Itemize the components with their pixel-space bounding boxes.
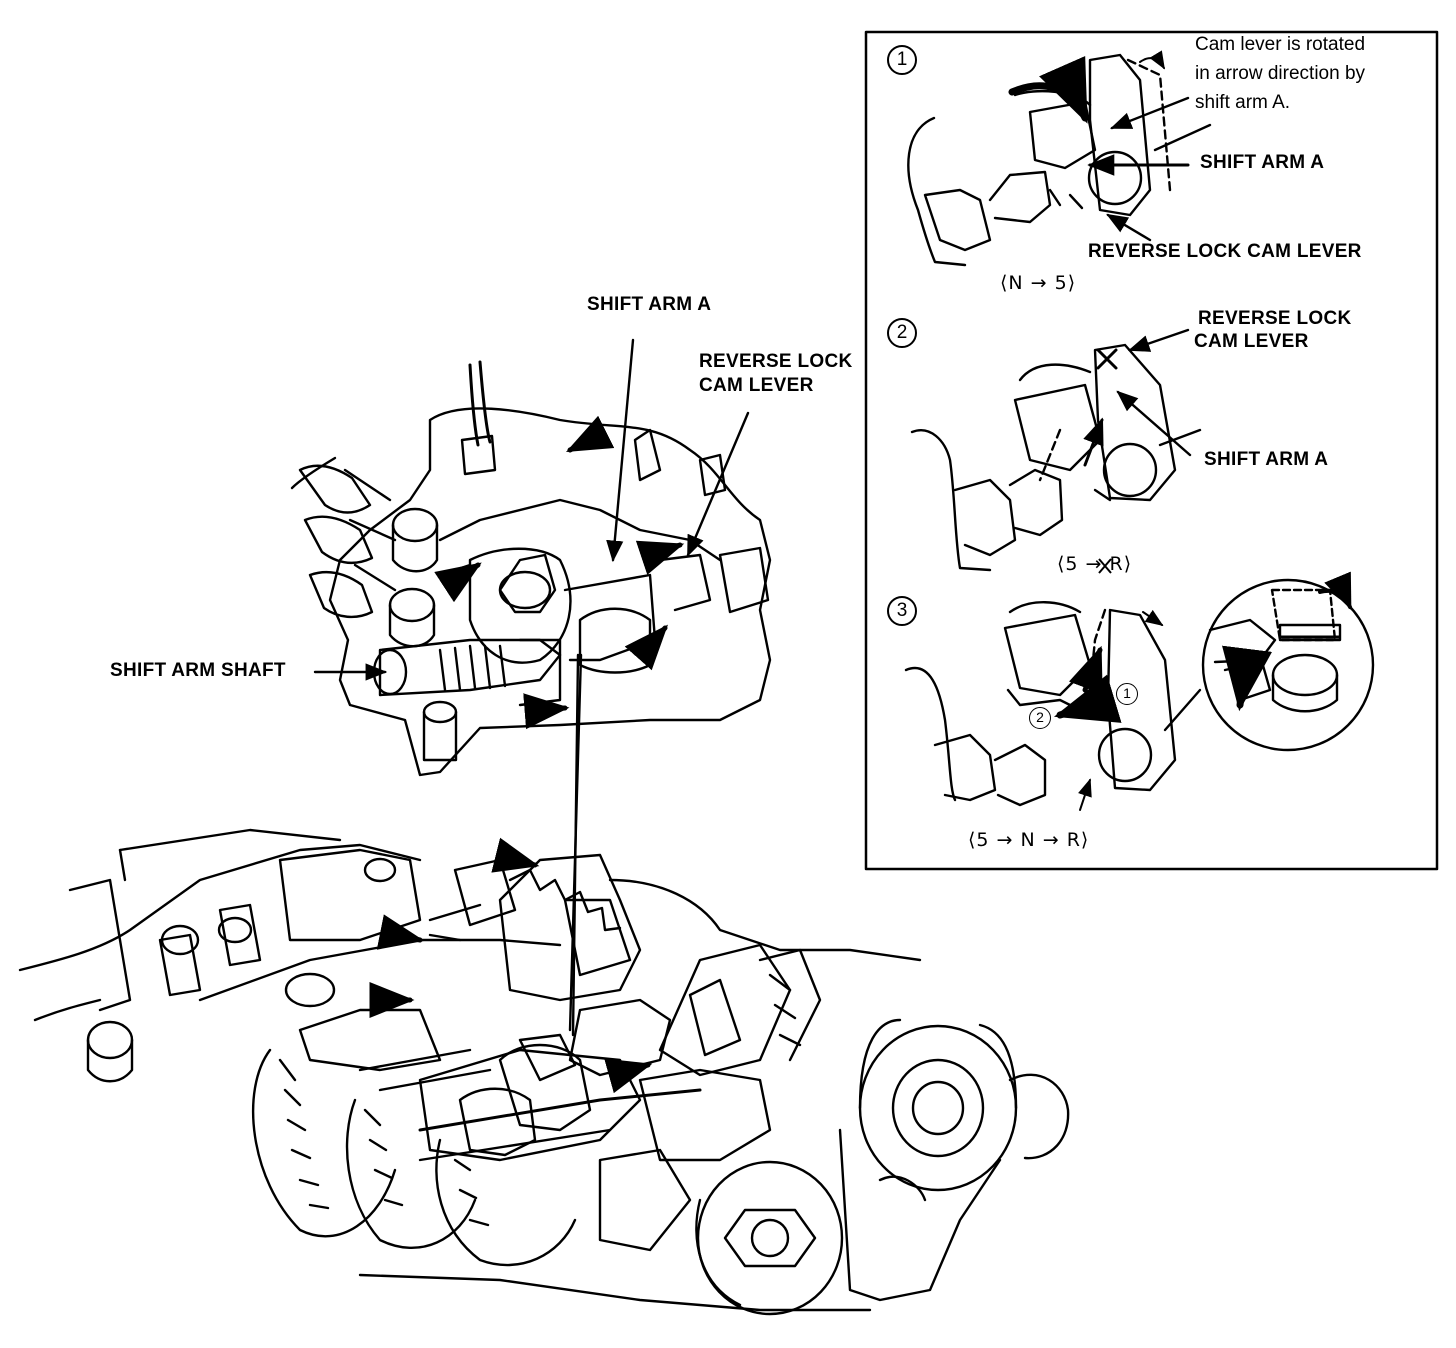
label-reverse-lock: REVERSE LOCK [699,351,853,372]
step2-label-shift-arm: SHIFT ARM A [1204,449,1329,470]
label-cam-lever: CAM LEVER [699,375,814,396]
step2-blocked-mark [1098,558,1112,574]
end-cylinder-large [858,1024,1018,1192]
step2-label-cam-lever: CAM LEVER [1194,331,1309,352]
label-shift-arm-shaft: SHIFT ARM SHAFT [110,660,286,681]
end-cylinder-nut [696,1160,844,1316]
step1-note-line3: shift arm A. [1195,92,1291,113]
step1-label-shift-arm: SHIFT ARM A [1200,152,1325,173]
step2-number: 2 [887,318,917,348]
step1-number: 1 [887,45,917,75]
step3-sequence: ⟨5 → N → R⟩ [968,829,1090,851]
leader-shift-arm-a [606,338,635,563]
step2-label-reverse-lock: REVERSE LOCK [1198,308,1352,329]
step1-sketch [907,50,1212,267]
shift-arm-housing [290,360,772,777]
step2-sketch [910,328,1202,572]
leader-reverse-lock [686,411,750,557]
step3-marker-2: 2 [1029,707,1051,729]
step3-marker-1: 1 [1116,683,1138,705]
inset-frame [864,30,1439,871]
step1-sequence: ⟨N → 5⟩ [1000,272,1077,294]
step1-label-cam-lever: REVERSE LOCK CAM LEVER [1088,241,1362,262]
step3-number: 3 [887,596,917,626]
detail-magnifier [1201,578,1375,752]
step3-sketch [904,571,1375,811]
step2-sequence: ⟨5 → R⟩ [1057,553,1133,575]
step1-note-line2: in arrow direction by [1195,63,1366,84]
label-shift-arm-a: SHIFT ARM A [587,294,712,315]
transmission-case [18,828,1070,1316]
step1-note-line1: Cam lever is rotated [1195,34,1366,55]
